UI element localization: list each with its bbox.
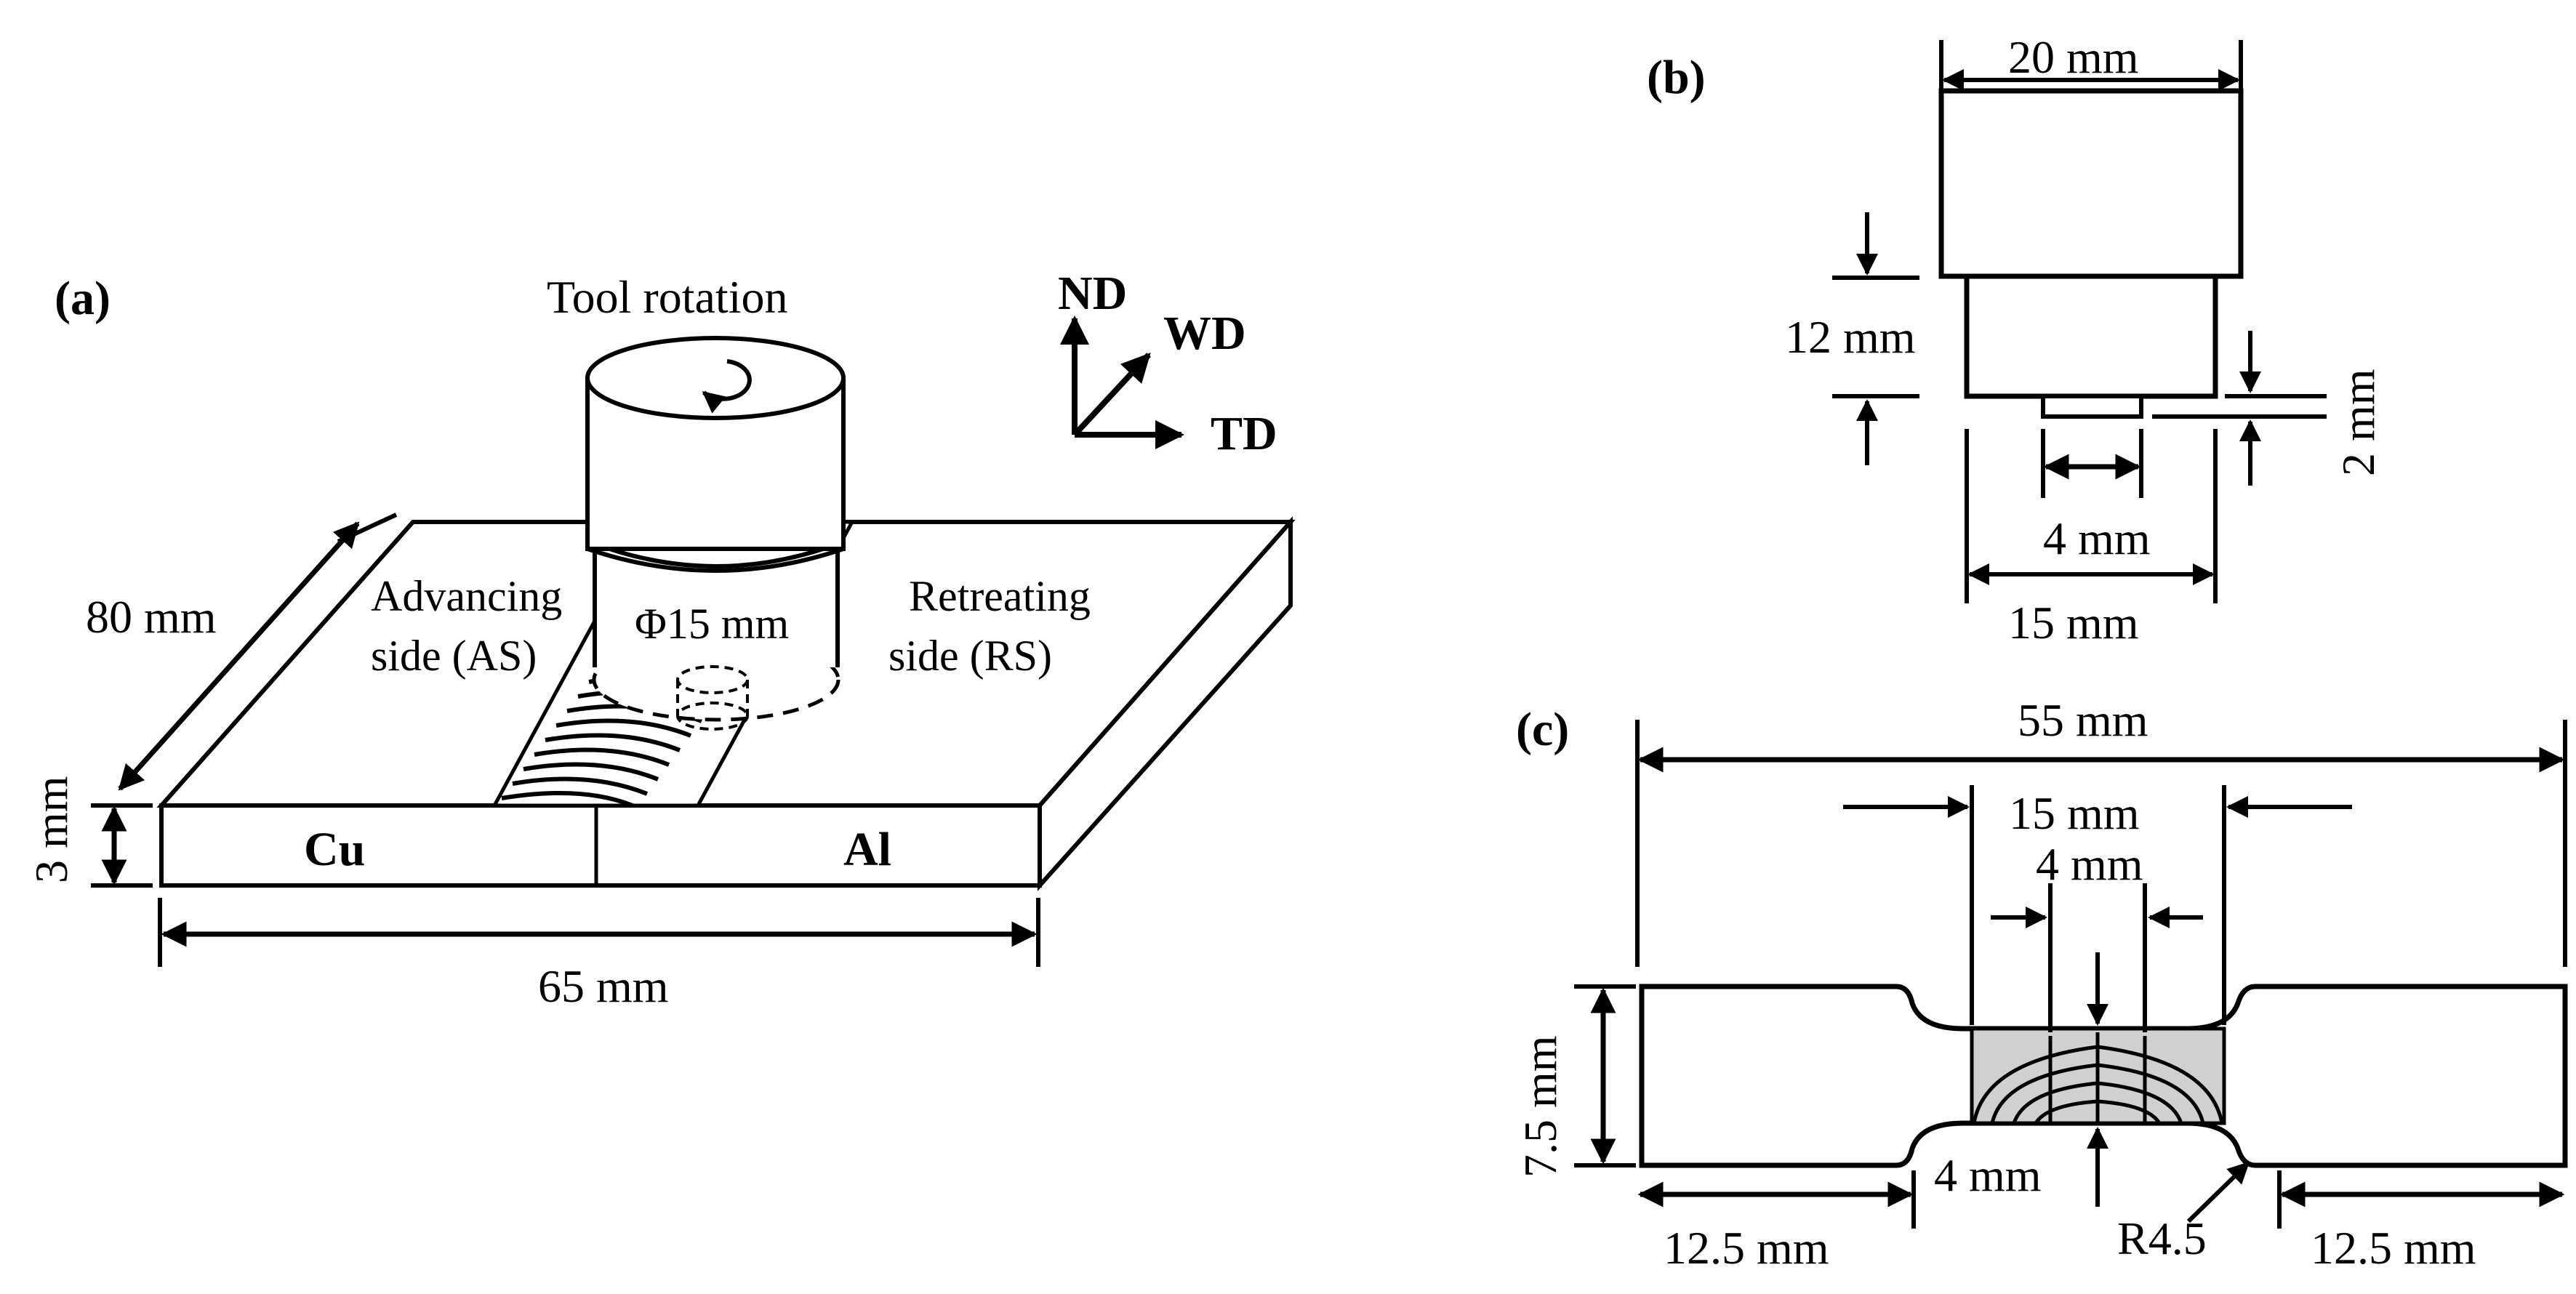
tool-rotation-label: Tool rotation bbox=[547, 271, 787, 323]
tool-pin-dashed bbox=[676, 665, 749, 731]
dimension-3mm: 3 mm bbox=[25, 776, 153, 888]
tool-holder-bottom-edge bbox=[587, 547, 844, 573]
panel-c: (c) 55 mm bbox=[1514, 694, 2568, 1274]
shoulder-height-label: 12 mm bbox=[1785, 311, 1916, 363]
advancing-side-line1: Advancing bbox=[371, 572, 562, 620]
pin-diameter-label: 4 mm bbox=[2043, 513, 2151, 564]
center-width-label: 4 mm bbox=[2036, 838, 2143, 890]
shoulder-diameter-b-label: 15 mm bbox=[2008, 597, 2139, 648]
coordinate-axes: ND WD TD bbox=[1058, 267, 1277, 460]
gauge-width-label: 4 mm bbox=[1934, 1149, 2042, 1201]
dimension-65mm: 65 mm bbox=[158, 898, 1040, 1012]
dimension-fillet: R4.5 bbox=[2117, 1161, 2250, 1264]
grip-width-label: 7.5 mm bbox=[1514, 1035, 1566, 1178]
tool-holder-block bbox=[1938, 88, 2244, 279]
fsw-tool: Φ15 mm bbox=[585, 336, 846, 731]
pin-length-label: 2 mm bbox=[2332, 369, 2384, 476]
al-label: Al bbox=[843, 823, 891, 876]
plate-front-face bbox=[159, 803, 1042, 888]
panel-a-label: (a) bbox=[55, 272, 111, 325]
td-label: TD bbox=[1211, 407, 1277, 460]
dimension-2mm: 2 mm bbox=[2152, 331, 2384, 486]
fillet-radius-label: R4.5 bbox=[2117, 1213, 2207, 1264]
advancing-side-line2: side (AS) bbox=[371, 632, 537, 680]
gauge-length-label: 15 mm bbox=[2009, 787, 2140, 839]
dimension-12.5mm-right: 12.5 mm bbox=[2277, 1170, 2565, 1274]
dimension-7.5mm: 7.5 mm bbox=[1514, 984, 1636, 1178]
tensile-specimen bbox=[1639, 984, 2568, 1168]
dimension-15mm-gauge: 15 mm bbox=[1843, 785, 2352, 1025]
panel-c-label: (c) bbox=[1516, 703, 1569, 756]
retreating-side-line2: side (RS) bbox=[888, 632, 1052, 680]
dimension-4mm-gauge-width: 4 mm bbox=[1934, 952, 2108, 1207]
tool-neck-curve bbox=[593, 542, 839, 568]
weld-zone-flow-lines bbox=[1972, 1032, 2224, 1125]
length-80mm-label: 80 mm bbox=[86, 591, 217, 643]
thickness-3mm-label: 3 mm bbox=[25, 776, 77, 883]
panel-a: (a) Tool rotation ND WD TD bbox=[25, 267, 1296, 1012]
retreating-side-line1: Retreating bbox=[909, 572, 1091, 620]
dimension-20mm: 20 mm bbox=[1939, 31, 2243, 91]
panel-b: (b) 20 mm 12 mm 2 mm bbox=[1647, 31, 2384, 648]
tool-pin-block bbox=[2041, 394, 2143, 419]
dimension-15mm-shoulder: 15 mm bbox=[1965, 429, 2218, 648]
width-65mm-label: 65 mm bbox=[538, 960, 669, 1012]
wd-label: WD bbox=[1163, 307, 1246, 360]
dimension-55mm: 55 mm bbox=[1635, 694, 2567, 967]
holder-width-label: 20 mm bbox=[2008, 31, 2139, 83]
panel-b-label: (b) bbox=[1647, 51, 1706, 104]
total-length-label: 55 mm bbox=[2018, 694, 2148, 746]
dimension-80mm: 80 mm bbox=[86, 513, 398, 791]
wd-axis-arrow bbox=[1072, 353, 1151, 437]
tool-shoulder-block bbox=[1964, 273, 2218, 399]
dimension-12mm: 12 mm bbox=[1785, 212, 1919, 465]
left-grip-length-label: 12.5 mm bbox=[1664, 1222, 1829, 1274]
tool-holder-top bbox=[585, 336, 846, 420]
nd-label: ND bbox=[1058, 267, 1127, 320]
shoulder-diameter-label: Φ15 mm bbox=[635, 600, 789, 648]
dimension-12.5mm-left: 12.5 mm bbox=[1637, 1170, 1916, 1274]
dimension-4mm-center: 4 mm bbox=[1991, 838, 2203, 1032]
rotation-arrow-icon bbox=[702, 359, 752, 414]
cu-label: Cu bbox=[304, 823, 365, 876]
dimension-4mm-pin: 4 mm bbox=[2041, 429, 2151, 564]
right-grip-length-label: 12.5 mm bbox=[2311, 1222, 2476, 1274]
tool-drawing bbox=[1938, 88, 2244, 419]
